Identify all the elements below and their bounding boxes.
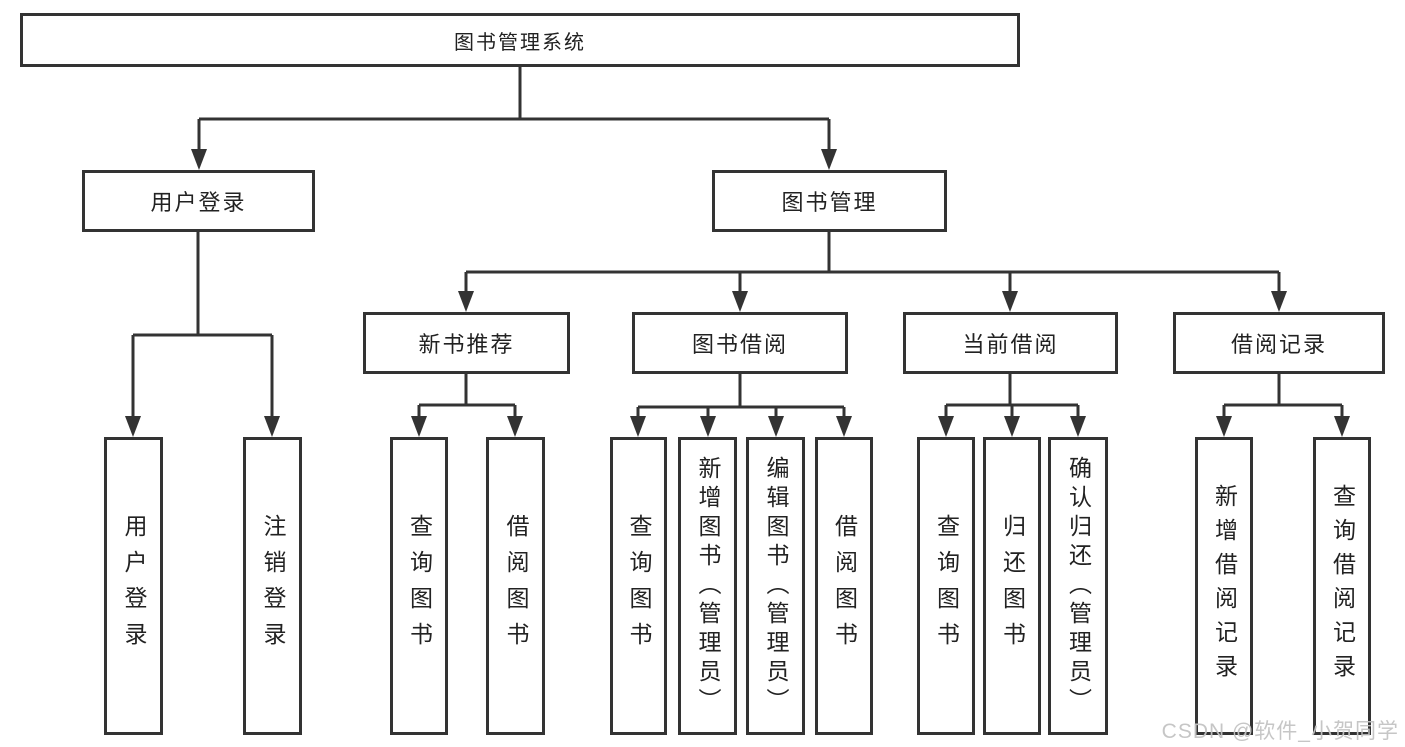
leaf-confirm-return-admin: 确认归还（管理员） (1048, 437, 1108, 735)
node-label: 查询图书 (933, 514, 960, 658)
leaf-query-books-recommend: 查询图书 (390, 437, 448, 735)
leaf-borrow-books-recommend: 借阅图书 (486, 437, 545, 735)
node-label: 图书管理系统 (454, 31, 586, 54)
watermark: CSDN @软件_小贺同学 (1161, 720, 1399, 743)
node-book-borrow: 图书借阅 (632, 312, 848, 374)
leaf-query-books-current: 查询图书 (917, 437, 975, 735)
leaf-query-borrow-record: 查询借阅记录 (1313, 437, 1371, 735)
node-label: 当前借阅 (962, 332, 1059, 357)
node-label: 借阅图书 (831, 514, 858, 658)
node-label: 编辑图书（管理员） (763, 455, 789, 717)
node-book-management: 图书管理 (712, 170, 947, 232)
leaf-borrow-books: 借阅图书 (815, 437, 873, 735)
node-label: 借阅记录 (1230, 332, 1327, 357)
node-label: 新增图书（管理员） (695, 455, 721, 717)
leaf-user-login: 用户登录 (104, 437, 163, 735)
leaf-add-borrow-record: 新增借阅记录 (1195, 437, 1253, 735)
node-label: 归还图书 (999, 514, 1026, 658)
node-label: 确认归还（管理员） (1065, 455, 1092, 717)
node-label: 查询图书 (626, 514, 652, 658)
leaf-query-books-borrow: 查询图书 (610, 437, 667, 735)
node-label: 注销登录 (260, 514, 286, 658)
node-label: 用户登录 (121, 514, 147, 658)
node-root: 图书管理系统 (20, 13, 1020, 67)
leaf-add-books-admin: 新增图书（管理员） (678, 437, 737, 735)
node-label: 新书推荐 (418, 332, 515, 357)
node-label: 查询图书 (406, 514, 433, 658)
leaf-edit-books-admin: 编辑图书（管理员） (746, 437, 805, 735)
node-label: 用户登录 (150, 190, 247, 215)
node-user-login: 用户登录 (82, 170, 315, 232)
node-borrow-records: 借阅记录 (1173, 312, 1385, 374)
node-label: 图书借阅 (691, 332, 788, 357)
leaf-logout: 注销登录 (243, 437, 302, 735)
node-label: 查询借阅记录 (1329, 484, 1356, 688)
node-current-borrow: 当前借阅 (903, 312, 1118, 374)
node-label: 图书管理 (781, 190, 878, 215)
node-new-book-recommend: 新书推荐 (363, 312, 570, 374)
node-label: 借阅图书 (503, 514, 529, 658)
node-label: 新增借阅记录 (1211, 484, 1238, 688)
leaf-return-books: 归还图书 (983, 437, 1041, 735)
